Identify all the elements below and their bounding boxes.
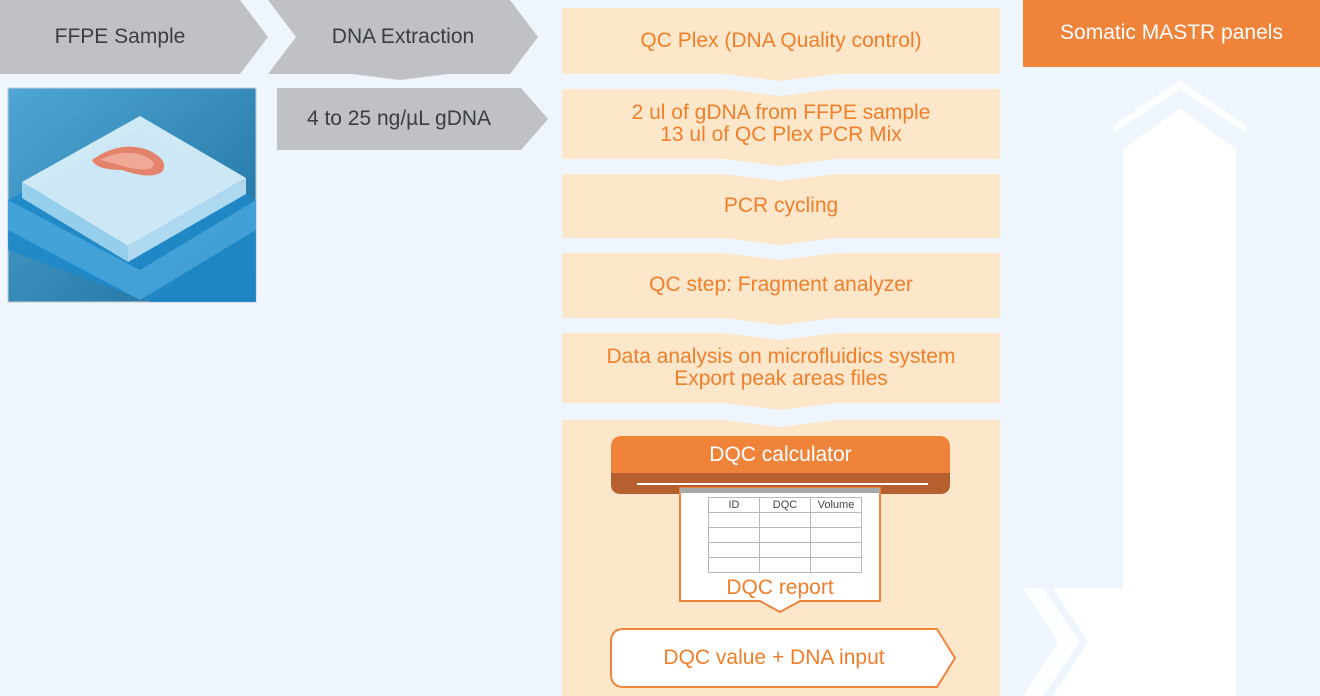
ffpe-sample-arrow (0, 0, 268, 74)
report-column-header: Volume (810, 497, 862, 513)
step-fragment-analyzer-box (562, 253, 1000, 325)
output-arrow (610, 628, 957, 688)
target-box (1023, 0, 1320, 67)
big-upward-arrow-icon (1123, 108, 1236, 696)
dna-extraction-arrow (268, 0, 538, 80)
step-pcr-mix-label: 2 ul of gDNA from FFPE sample 13 ul of Q… (631, 100, 931, 146)
ffpe-sample-label: FFPE Sample (54, 24, 186, 48)
chevron-right-icon-inner (1053, 588, 1123, 696)
step-fragment-analyzer-label: QC step: Fragment analyzer (649, 273, 913, 297)
calculator-label: DQC calculator (709, 442, 852, 466)
report-column-header: ID (708, 497, 760, 513)
table-row (708, 542, 862, 558)
report-label: DQC report (726, 575, 834, 599)
table-row (708, 557, 862, 573)
table-row (708, 527, 862, 543)
chevron-right-icon (1023, 588, 1080, 696)
table-row (708, 512, 862, 528)
step-qc-plex-label: QC Plex (DNA Quality control) (640, 28, 922, 52)
step-pcr-mix-box (562, 89, 1000, 166)
target-label: Somatic MASTR panels (1060, 21, 1283, 45)
report-table: ID DQC Volume (708, 497, 862, 573)
output-label: DQC value + DNA input (663, 645, 885, 669)
step-pcr-cycling-box (562, 174, 1000, 245)
concentration-arrow (277, 88, 548, 150)
dna-extraction-label: DNA Extraction (331, 24, 475, 48)
step-data-analysis-box (562, 333, 1000, 410)
step-data-analysis-label: Data analysis on microfluidics system Ex… (606, 344, 956, 390)
step-qc-plex-box (562, 8, 1000, 81)
concentration-label: 4 to 25 ng/µL gDNA (306, 106, 492, 130)
table-row: ID DQC Volume (708, 497, 862, 513)
report-column-header: DQC (759, 497, 811, 513)
step-pcr-cycling-label: PCR cycling (723, 193, 839, 217)
